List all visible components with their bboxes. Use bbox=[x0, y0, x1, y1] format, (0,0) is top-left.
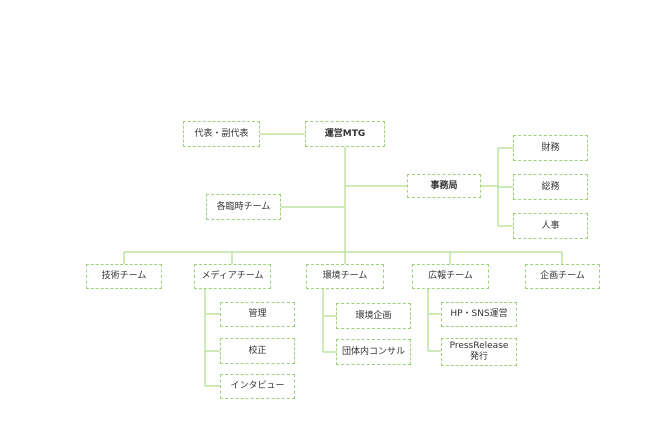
node-pr-hp-sns: HP・SNS運営 bbox=[441, 302, 517, 327]
node-label: 環境企画 bbox=[355, 310, 392, 321]
node-env-consulting: 団体内コンサル bbox=[336, 339, 411, 365]
node-label: メディアチーム bbox=[201, 271, 264, 282]
node-secretariat: 事務局 bbox=[407, 174, 481, 198]
node-label: 広報チーム bbox=[428, 271, 473, 282]
node-label: インタビュー bbox=[230, 381, 285, 392]
node-label: 財務 bbox=[541, 142, 560, 153]
node-hr: 人事 bbox=[513, 213, 588, 239]
node-label: 総務 bbox=[541, 181, 560, 192]
node-label: 校正 bbox=[248, 345, 267, 356]
node-general-affairs: 総務 bbox=[513, 174, 588, 200]
node-label: 企画チーム bbox=[540, 271, 585, 282]
node-label: 運営MTG bbox=[324, 128, 366, 139]
node-representatives: 代表・副代表 bbox=[183, 121, 260, 147]
node-env-planning: 環境企画 bbox=[336, 303, 411, 329]
node-label: 代表・副代表 bbox=[194, 128, 249, 139]
node-finance: 財務 bbox=[513, 135, 588, 161]
node-operations-mtg: 運営MTG bbox=[305, 121, 385, 147]
node-label: 環境チーム bbox=[322, 271, 368, 282]
node-label: 各臨時チーム bbox=[216, 201, 271, 212]
node-environment-team: 環境チーム bbox=[306, 264, 384, 289]
node-planning-team: 企画チーム bbox=[525, 264, 600, 289]
node-label: 人事 bbox=[541, 220, 560, 231]
node-label: PressRelease発行 bbox=[449, 341, 509, 362]
node-pr-press-release: PressRelease発行 bbox=[441, 338, 517, 366]
node-media-management: 管理 bbox=[220, 302, 295, 327]
node-media-interview: インタビュー bbox=[220, 374, 295, 399]
node-tech-team: 技術チーム bbox=[86, 264, 162, 289]
node-adhoc-team: 各臨時チーム bbox=[206, 194, 281, 220]
node-label: HP・SNS運営 bbox=[450, 309, 508, 320]
node-media-proofreading: 校正 bbox=[220, 338, 295, 364]
node-pr-team: 広報チーム bbox=[412, 264, 489, 289]
node-label: 事務局 bbox=[430, 180, 458, 191]
node-media-team: メディアチーム bbox=[194, 264, 271, 289]
node-label: 団体内コンサル bbox=[341, 346, 405, 357]
node-label: 管理 bbox=[248, 309, 267, 320]
node-label: 技術チーム bbox=[101, 271, 147, 282]
